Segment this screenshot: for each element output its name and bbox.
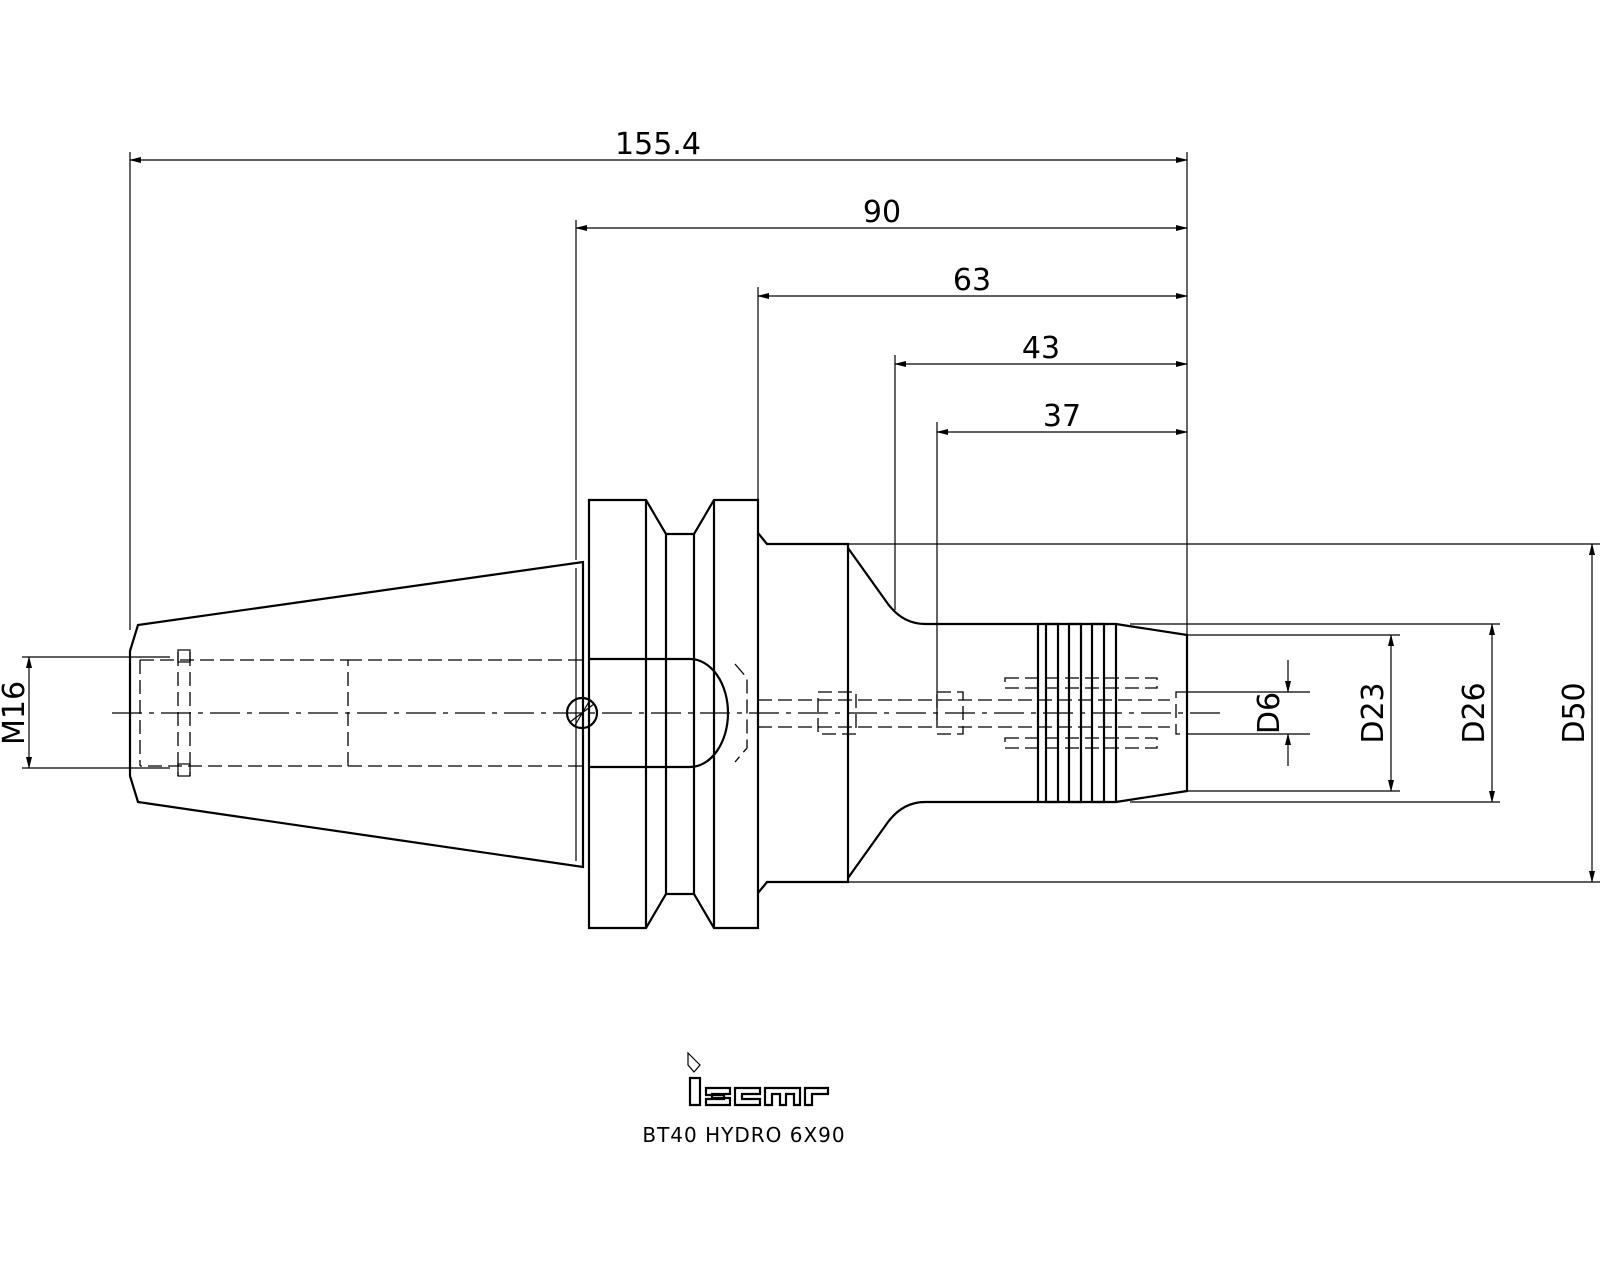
iscar-logo	[687, 1051, 830, 1107]
dim-label-63: 63	[953, 263, 991, 298]
dim-label-43: 43	[1022, 331, 1060, 366]
flange	[587, 498, 760, 930]
part-caption: BT40 HYDRO 6X90	[642, 1123, 845, 1147]
dim-label-155: 155.4	[615, 127, 701, 162]
length-dimensions: 155.4 90 63 43 37	[129, 127, 1188, 720]
holder-body	[128, 498, 1189, 930]
dim-label-m16: M16	[0, 681, 32, 745]
dim-label-90: 90	[863, 195, 901, 230]
taper	[128, 560, 585, 869]
dim-label-d6: D6	[1252, 692, 1287, 734]
dim-label-d26: D26	[1457, 682, 1492, 743]
neck	[847, 547, 1038, 879]
dim-label-d50: D50	[1557, 682, 1592, 743]
diameter-dimensions: M16 D6 D23 D26 D50	[0, 543, 1600, 883]
dim-label-37: 37	[1043, 399, 1081, 434]
dim-label-d23: D23	[1356, 682, 1391, 743]
